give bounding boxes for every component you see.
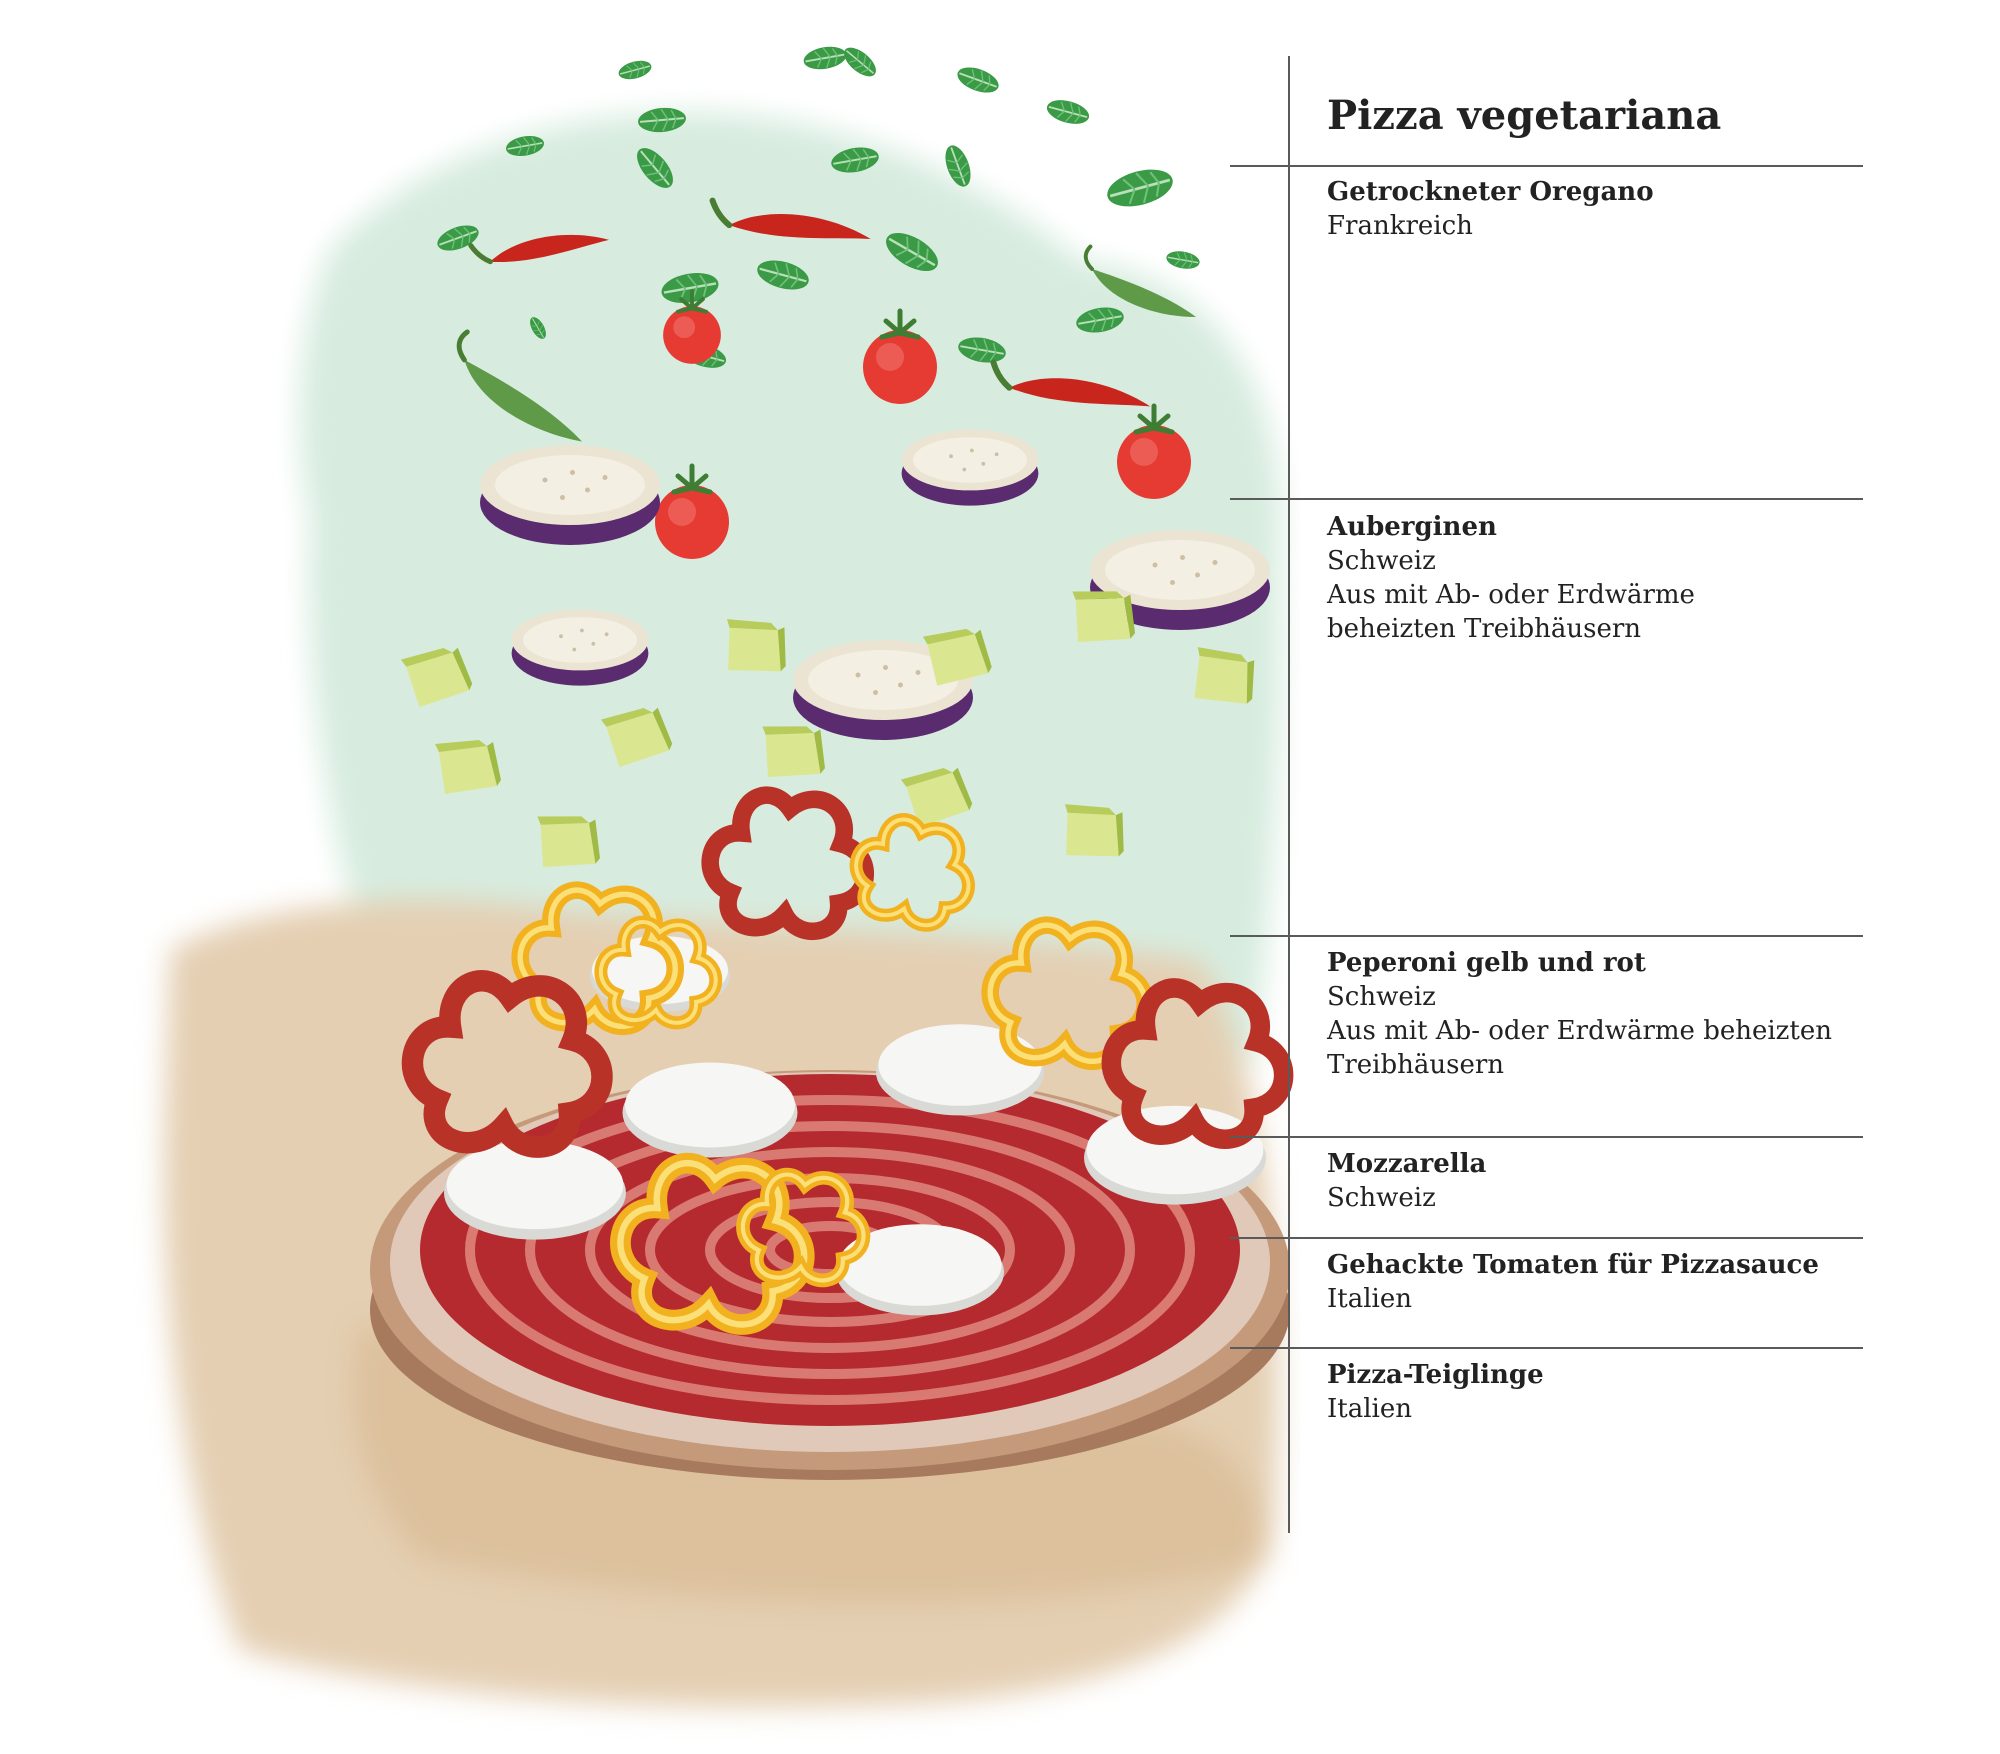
page-title: Pizza vegetariana <box>1327 92 1722 139</box>
legend-vertical-rule <box>1288 56 1290 1533</box>
ingredient-origin: Schweiz <box>1327 546 1436 576</box>
ingredient-tomaten: Gehackte Tomaten für Pizzasauce Italien <box>1327 1248 1867 1316</box>
divider-mozzarella <box>1230 1136 1863 1138</box>
ingredient-name: Mozzarella <box>1327 1149 1487 1179</box>
ingredient-origin: Schweiz <box>1327 982 1436 1012</box>
ingredient-note: Aus mit Ab- oder Erdwärme <box>1327 580 1695 610</box>
divider-teiglinge <box>1230 1347 1863 1349</box>
ingredient-note: Aus mit Ab- oder Erdwärme beheizten <box>1327 1016 1832 1046</box>
ingredient-origin: Schweiz <box>1327 1183 1436 1213</box>
ingredient-peperoni: Peperoni gelb und rot Schweiz Aus mit Ab… <box>1327 946 1867 1082</box>
ingredient-name: Getrockneter Oregano <box>1327 177 1654 207</box>
pizza-illustration <box>164 41 1300 1708</box>
ingredient-note: beheizten Treibhäusern <box>1327 614 1642 644</box>
ingredient-teiglinge: Pizza-Teiglinge Italien <box>1327 1358 1867 1426</box>
divider-auberginen <box>1230 498 1863 500</box>
ingredient-name: Gehackte Tomaten für Pizzasauce <box>1327 1250 1819 1280</box>
divider-peperoni <box>1230 935 1863 937</box>
ingredient-name: Pizza-Teiglinge <box>1327 1360 1544 1390</box>
ingredient-origin: Italien <box>1327 1394 1412 1424</box>
ingredient-oregano: Getrockneter Oregano Frankreich <box>1327 175 1867 243</box>
ingredient-auberginen: Auberginen Schweiz Aus mit Ab- oder Erdw… <box>1327 510 1867 646</box>
ingredient-name: Peperoni gelb und rot <box>1327 948 1646 978</box>
divider-tomaten <box>1230 1237 1863 1239</box>
ingredient-name: Auberginen <box>1327 512 1497 542</box>
divider-oregano <box>1230 165 1863 167</box>
ingredient-origin: Frankreich <box>1327 211 1473 241</box>
ingredient-note: Treibhäusern <box>1327 1050 1505 1080</box>
ingredient-mozzarella: Mozzarella Schweiz <box>1327 1147 1867 1215</box>
ingredient-origin: Italien <box>1327 1284 1412 1314</box>
